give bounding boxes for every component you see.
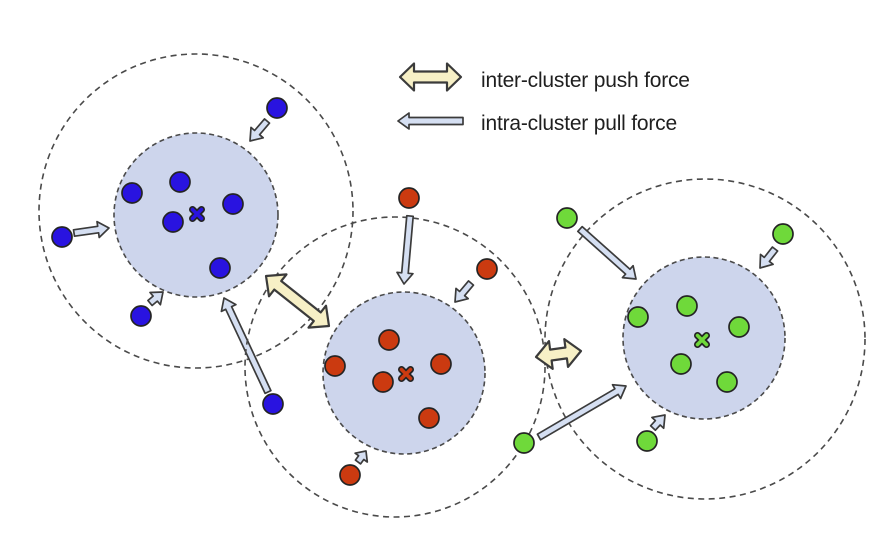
red-cluster-pull-arrow — [354, 450, 369, 465]
red-cluster-outer-boundary — [244, 216, 546, 518]
green-cluster-outlier-dot — [772, 223, 794, 245]
green-cluster-pull-arrow — [759, 246, 779, 269]
green-cluster-pull-arrow — [536, 383, 627, 441]
diagram-shapes — [38, 53, 866, 518]
blue-cluster-outer-boundary — [38, 53, 354, 369]
legend-push-double-arrow-icon — [398, 62, 463, 92]
red-cluster-member-dot — [378, 329, 400, 351]
red-cluster-member-dot — [418, 407, 440, 429]
green-cluster-outlier-dot — [556, 207, 578, 229]
blue-cluster-member-dot — [169, 171, 191, 193]
green-cluster-member-dot — [627, 306, 649, 328]
red-cluster-member-dot — [324, 355, 346, 377]
red-cluster-outlier-dot — [476, 258, 498, 280]
red-cluster-outlier-dot — [398, 187, 420, 209]
legend-label-pull-force: intra-cluster pull force — [481, 112, 677, 135]
blue-cluster-pull-arrow — [72, 220, 110, 239]
blue-cluster-member-dot — [162, 211, 184, 233]
green-cluster — [513, 178, 866, 500]
green-cluster-pull-arrow — [649, 414, 666, 432]
blue-cluster-center-x-mark — [190, 207, 204, 221]
green-cluster-member-dot — [676, 295, 698, 317]
legend: inter-cluster push force intra-cluster p… — [397, 62, 690, 135]
blue-cluster-pull-arrow — [147, 291, 164, 307]
blue-cluster-member-dot — [222, 193, 244, 215]
blue-cluster-outlier-dot — [262, 393, 284, 415]
blue-cluster-outlier-dot — [51, 226, 73, 248]
blue-cluster-outlier-dot — [266, 97, 288, 119]
green-cluster-outer-boundary — [544, 178, 866, 500]
inter-cluster-push-arrow — [534, 338, 583, 370]
red-cluster-pull-arrow — [396, 214, 415, 285]
red-cluster-pull-arrow — [454, 280, 475, 303]
legend-icons — [397, 62, 464, 130]
red-cluster-outlier-dot — [339, 464, 361, 486]
red-cluster — [244, 187, 546, 518]
blue-cluster-member-dot — [209, 257, 231, 279]
blue-cluster-member-dot — [121, 182, 143, 204]
red-cluster-center-x-mark — [399, 367, 413, 381]
blue-cluster — [38, 53, 354, 415]
green-cluster-outlier-dot — [636, 430, 658, 452]
green-cluster-member-dot — [728, 316, 750, 338]
blue-cluster-outlier-dot — [130, 305, 152, 327]
green-cluster-pull-arrow — [576, 225, 637, 280]
green-cluster-member-dot — [670, 353, 692, 375]
blue-cluster-pull-arrow — [220, 297, 272, 395]
green-cluster-member-dot — [716, 371, 738, 393]
legend-pull-left-arrow-icon — [397, 112, 464, 130]
green-cluster-outlier-dot — [513, 432, 535, 454]
legend-label-push-force: inter-cluster push force — [481, 69, 690, 92]
inter-cluster-push-arrow — [264, 273, 331, 329]
blue-cluster-pull-arrow — [249, 118, 271, 142]
green-cluster-center-x-mark — [695, 333, 709, 347]
red-cluster-member-dot — [430, 353, 452, 375]
red-cluster-member-dot — [372, 371, 394, 393]
